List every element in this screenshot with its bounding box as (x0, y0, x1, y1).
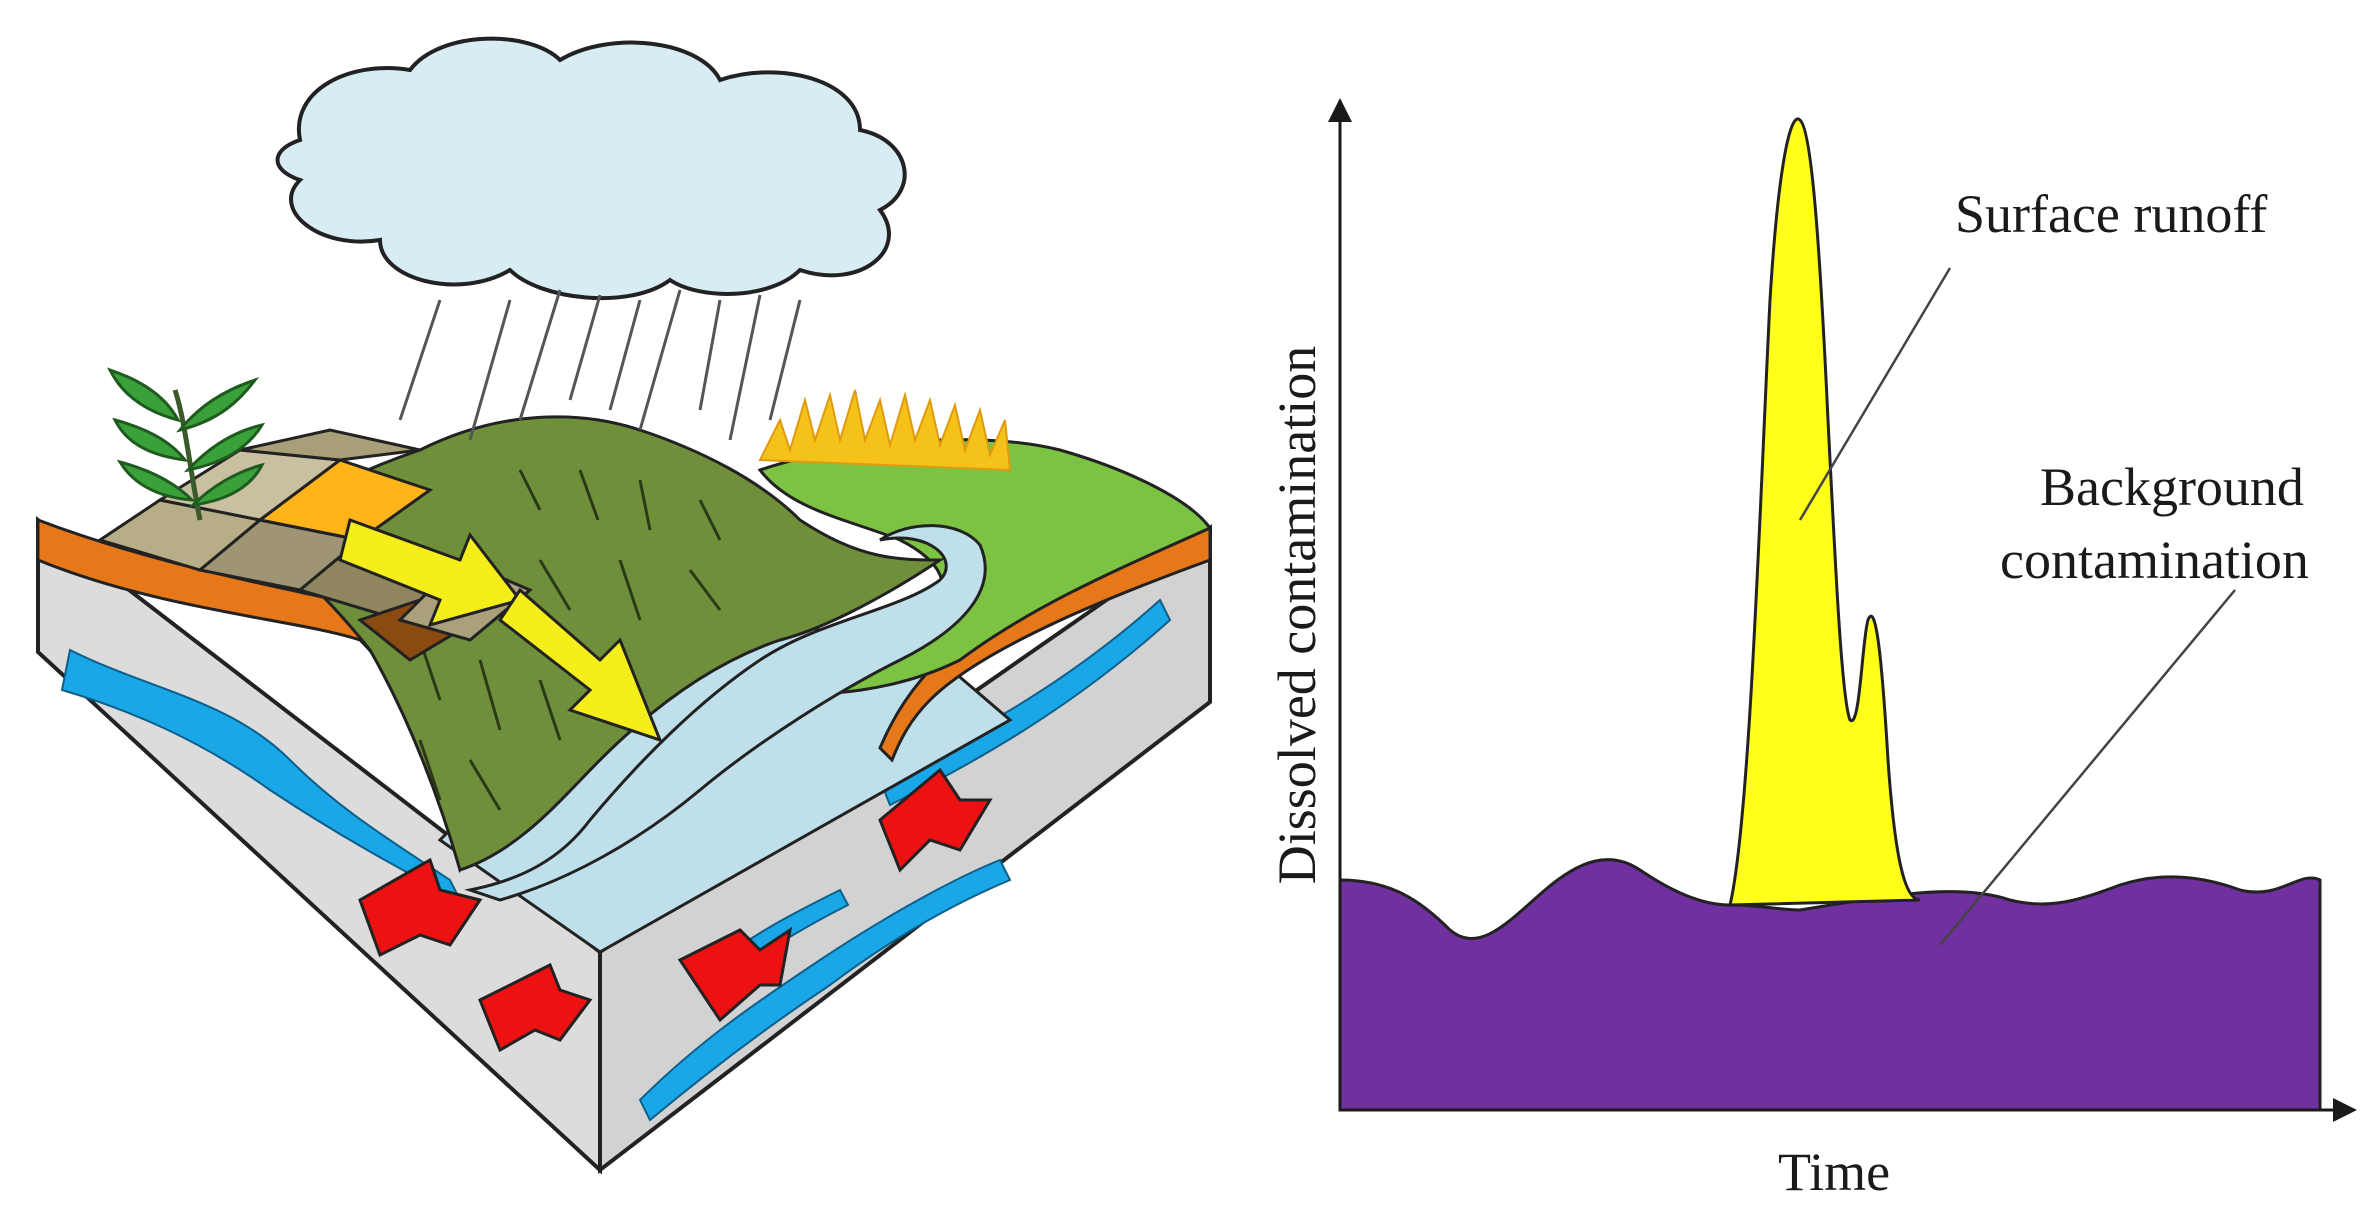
runoff-arrow (497, 587, 663, 743)
surface-runoff-arrows (338, 518, 663, 743)
y-axis-label: Dissolved contamination (1267, 346, 1327, 884)
groundwater-inflow-arrows (358, 767, 993, 1053)
grass-icon (758, 389, 1012, 472)
hill-hatching (418, 469, 722, 811)
surface-runoff-leader (1798, 267, 1952, 521)
plant-icon (107, 367, 266, 521)
surface-runoff-label: Surface runoff (1955, 184, 2267, 244)
farm-plots (96, 428, 533, 662)
background-label-line1: Background (2040, 457, 2304, 517)
landscape-diagram (36, 36, 1213, 1175)
inflow-arrow (878, 767, 993, 873)
x-axis-label: Time (1778, 1142, 1890, 1202)
river (464, 524, 987, 902)
inflow-arrow (677, 926, 793, 1023)
runoff-arrow (338, 518, 523, 628)
rain-lines (398, 289, 802, 441)
background-label-line2: contamination (2000, 530, 2309, 590)
background-leader (1939, 589, 2236, 946)
inflow-arrow (478, 962, 593, 1053)
surface-runoff-peak (1728, 117, 1921, 907)
contamination-graph: Surface runoff Background contamination … (1267, 98, 2357, 1202)
inflow-arrow (358, 857, 483, 958)
cloud-icon (275, 36, 907, 301)
background-contamination-area (1338, 858, 2322, 1112)
